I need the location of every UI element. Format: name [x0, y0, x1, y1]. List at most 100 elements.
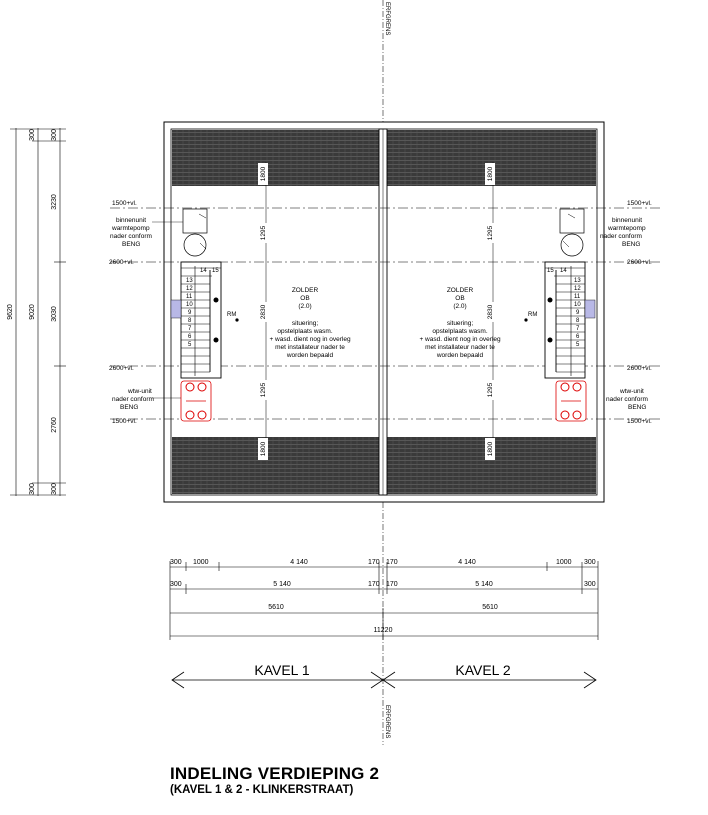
binnenunit-label-right-3: nader conform — [600, 233, 642, 240]
svg-text:11: 11 — [186, 294, 193, 300]
hdim-r1-300-right: 300 — [584, 559, 596, 566]
svg-text:+ wasd. dient nog in overleg: + wasd. dient nog in overleg — [269, 336, 351, 343]
wtw-label-left-3: BENG — [120, 404, 138, 411]
vdim-seg-300-bottom: 300 — [51, 483, 58, 495]
hdim-r2-300-right: 300 — [584, 581, 596, 588]
svg-text:met installateur nader te: met installateur nader te — [275, 344, 345, 351]
heatpump-unit-left — [182, 208, 208, 257]
wtw-label-right-2: nader conform — [606, 396, 648, 403]
vdim-seg-300-bottom-outer: 300 — [29, 483, 36, 495]
svg-text:14: 14 — [200, 268, 207, 274]
svg-text:OB: OB — [455, 295, 464, 302]
erfgrens-label-top: ERFGRENS — [384, 2, 390, 35]
svg-text:met installateur nader te: met installateur nader te — [425, 344, 495, 351]
staircase-left — [170, 261, 222, 379]
hdim-r1-1000-left: 1000 — [193, 559, 209, 566]
horizontal-dimension-lines — [169, 561, 599, 640]
level-label-1500-bottom-right: 1500+vl. — [627, 418, 652, 425]
svg-text:13: 13 — [186, 278, 193, 284]
slope-dim-bottom-left: 1295 — [260, 382, 267, 397]
svg-text:7: 7 — [188, 326, 192, 332]
svg-text:13: 13 — [574, 278, 581, 284]
wtw-unit-right — [555, 380, 587, 422]
slope-dim-top-right: 1295 — [487, 225, 494, 240]
hdim-r1-170-right: 170 — [386, 559, 398, 566]
wtw-label-right-1: wtw-unit — [619, 388, 644, 395]
wtw-label-left-1: wtw-unit — [127, 388, 152, 395]
svg-text:14: 14 — [560, 268, 567, 274]
roof-dim-bottom-right: 1800 — [487, 441, 494, 456]
svg-text:opstelplaats wasm.: opstelplaats wasm. — [277, 328, 332, 335]
vdim-seg-3030: 3030 — [51, 306, 58, 322]
binnenunit-label-right-1: binnenunit — [612, 217, 642, 224]
hdim-r3-5610-left: 5610 — [268, 604, 284, 611]
level-label-1500-top-left: 1500+vl. — [112, 200, 137, 207]
hdim-r1-1000-right: 1000 — [556, 559, 572, 566]
svg-text:7: 7 — [576, 326, 580, 332]
svg-text:15: 15 — [547, 268, 554, 274]
svg-text:11: 11 — [574, 294, 581, 300]
staircase-right — [544, 261, 596, 379]
svg-text:5: 5 — [188, 342, 192, 348]
building-outline — [163, 121, 605, 503]
hdim-r1-300-left: 300 — [170, 559, 182, 566]
svg-text:situering;: situering; — [292, 320, 319, 327]
kavel-2-label: KAVEL 2 — [455, 662, 510, 678]
smoke-detector-icon — [235, 318, 239, 322]
smoke-detector-icon — [524, 318, 528, 322]
boiler-icon — [183, 233, 207, 257]
rm-label-left: RM — [227, 312, 236, 318]
svg-text:9: 9 — [188, 310, 192, 316]
svg-text:10: 10 — [186, 302, 193, 308]
svg-text:5: 5 — [576, 342, 580, 348]
drawing-title: INDELING VERDIEPING 2 — [170, 764, 380, 783]
hdim-r3-5610-right: 5610 — [482, 604, 498, 611]
binnenunit-label-left-4: BENG — [122, 241, 140, 248]
hdim-r1-4140-left: 4 140 — [290, 559, 308, 566]
svg-text:worden bepaald: worden bepaald — [436, 352, 484, 359]
svg-text:ZOLDER: ZOLDER — [292, 287, 319, 294]
vdim-middle: 9020 — [29, 304, 36, 320]
slope-dim-bottom-right: 1295 — [487, 382, 494, 397]
roof-dim-top-right: 1800 — [487, 166, 494, 181]
hdim-r2-300-left: 300 — [170, 581, 182, 588]
svg-text:8: 8 — [576, 318, 580, 324]
roof-dim-bottom-left: 1800 — [260, 441, 267, 456]
svg-text:worden bepaald: worden bepaald — [286, 352, 334, 359]
svg-text:+ wasd. dient nog in overleg: + wasd. dient nog in overleg — [419, 336, 501, 343]
level-label-1500-top-right: 1500+vl. — [627, 200, 652, 207]
svg-text:15: 15 — [212, 268, 219, 274]
vdim-seg-300-top: 300 — [51, 129, 58, 141]
svg-text:12: 12 — [186, 286, 193, 292]
level-label-2600-top-right: 2600+vl. — [627, 259, 652, 266]
vdim-seg-3230: 3230 — [51, 194, 58, 210]
binnenunit-label-left-3: nader conform — [110, 233, 152, 240]
hdim-r2-170-right: 170 — [386, 581, 398, 588]
hdim-r1-170-left: 170 — [368, 559, 380, 566]
binnenunit-label-left-2: warmtepomp — [111, 225, 150, 232]
hdim-r1-4140-right: 4 140 — [458, 559, 476, 566]
binnenunit-label-right-4: BENG — [622, 241, 640, 248]
binnenunit-label-right-2: warmtepomp — [607, 225, 646, 232]
svg-text:9: 9 — [576, 310, 580, 316]
svg-text:situering;: situering; — [447, 320, 474, 327]
svg-text:(2.0): (2.0) — [453, 303, 466, 310]
boiler-icon — [560, 233, 584, 257]
middle-dim-right: 2830 — [487, 304, 494, 319]
inner-dim-labels-left: 1800 1295 2830 1295 1800 — [258, 163, 268, 460]
level-label-1500-bottom-left: 1500+vl. — [112, 418, 137, 425]
wtw-label-right-3: BENG — [628, 404, 646, 411]
kavel-1-label: KAVEL 1 — [254, 662, 309, 678]
svg-text:6: 6 — [576, 334, 580, 340]
hdim-r4-11220: 11220 — [374, 627, 393, 634]
hdim-r2-5140-left: 5 140 — [273, 581, 291, 588]
roof-tiles-top-left — [172, 130, 379, 186]
room-zolder-right: ZOLDER OB (2.0) situering; opstelplaats … — [419, 287, 501, 359]
svg-text:(2.0): (2.0) — [298, 303, 311, 310]
roof-dim-top-left: 1800 — [260, 166, 267, 181]
svg-text:ZOLDER: ZOLDER — [447, 287, 474, 294]
heatpump-unit-right — [559, 208, 585, 257]
hdim-r2-170-left: 170 — [368, 581, 380, 588]
svg-text:6: 6 — [188, 334, 192, 340]
